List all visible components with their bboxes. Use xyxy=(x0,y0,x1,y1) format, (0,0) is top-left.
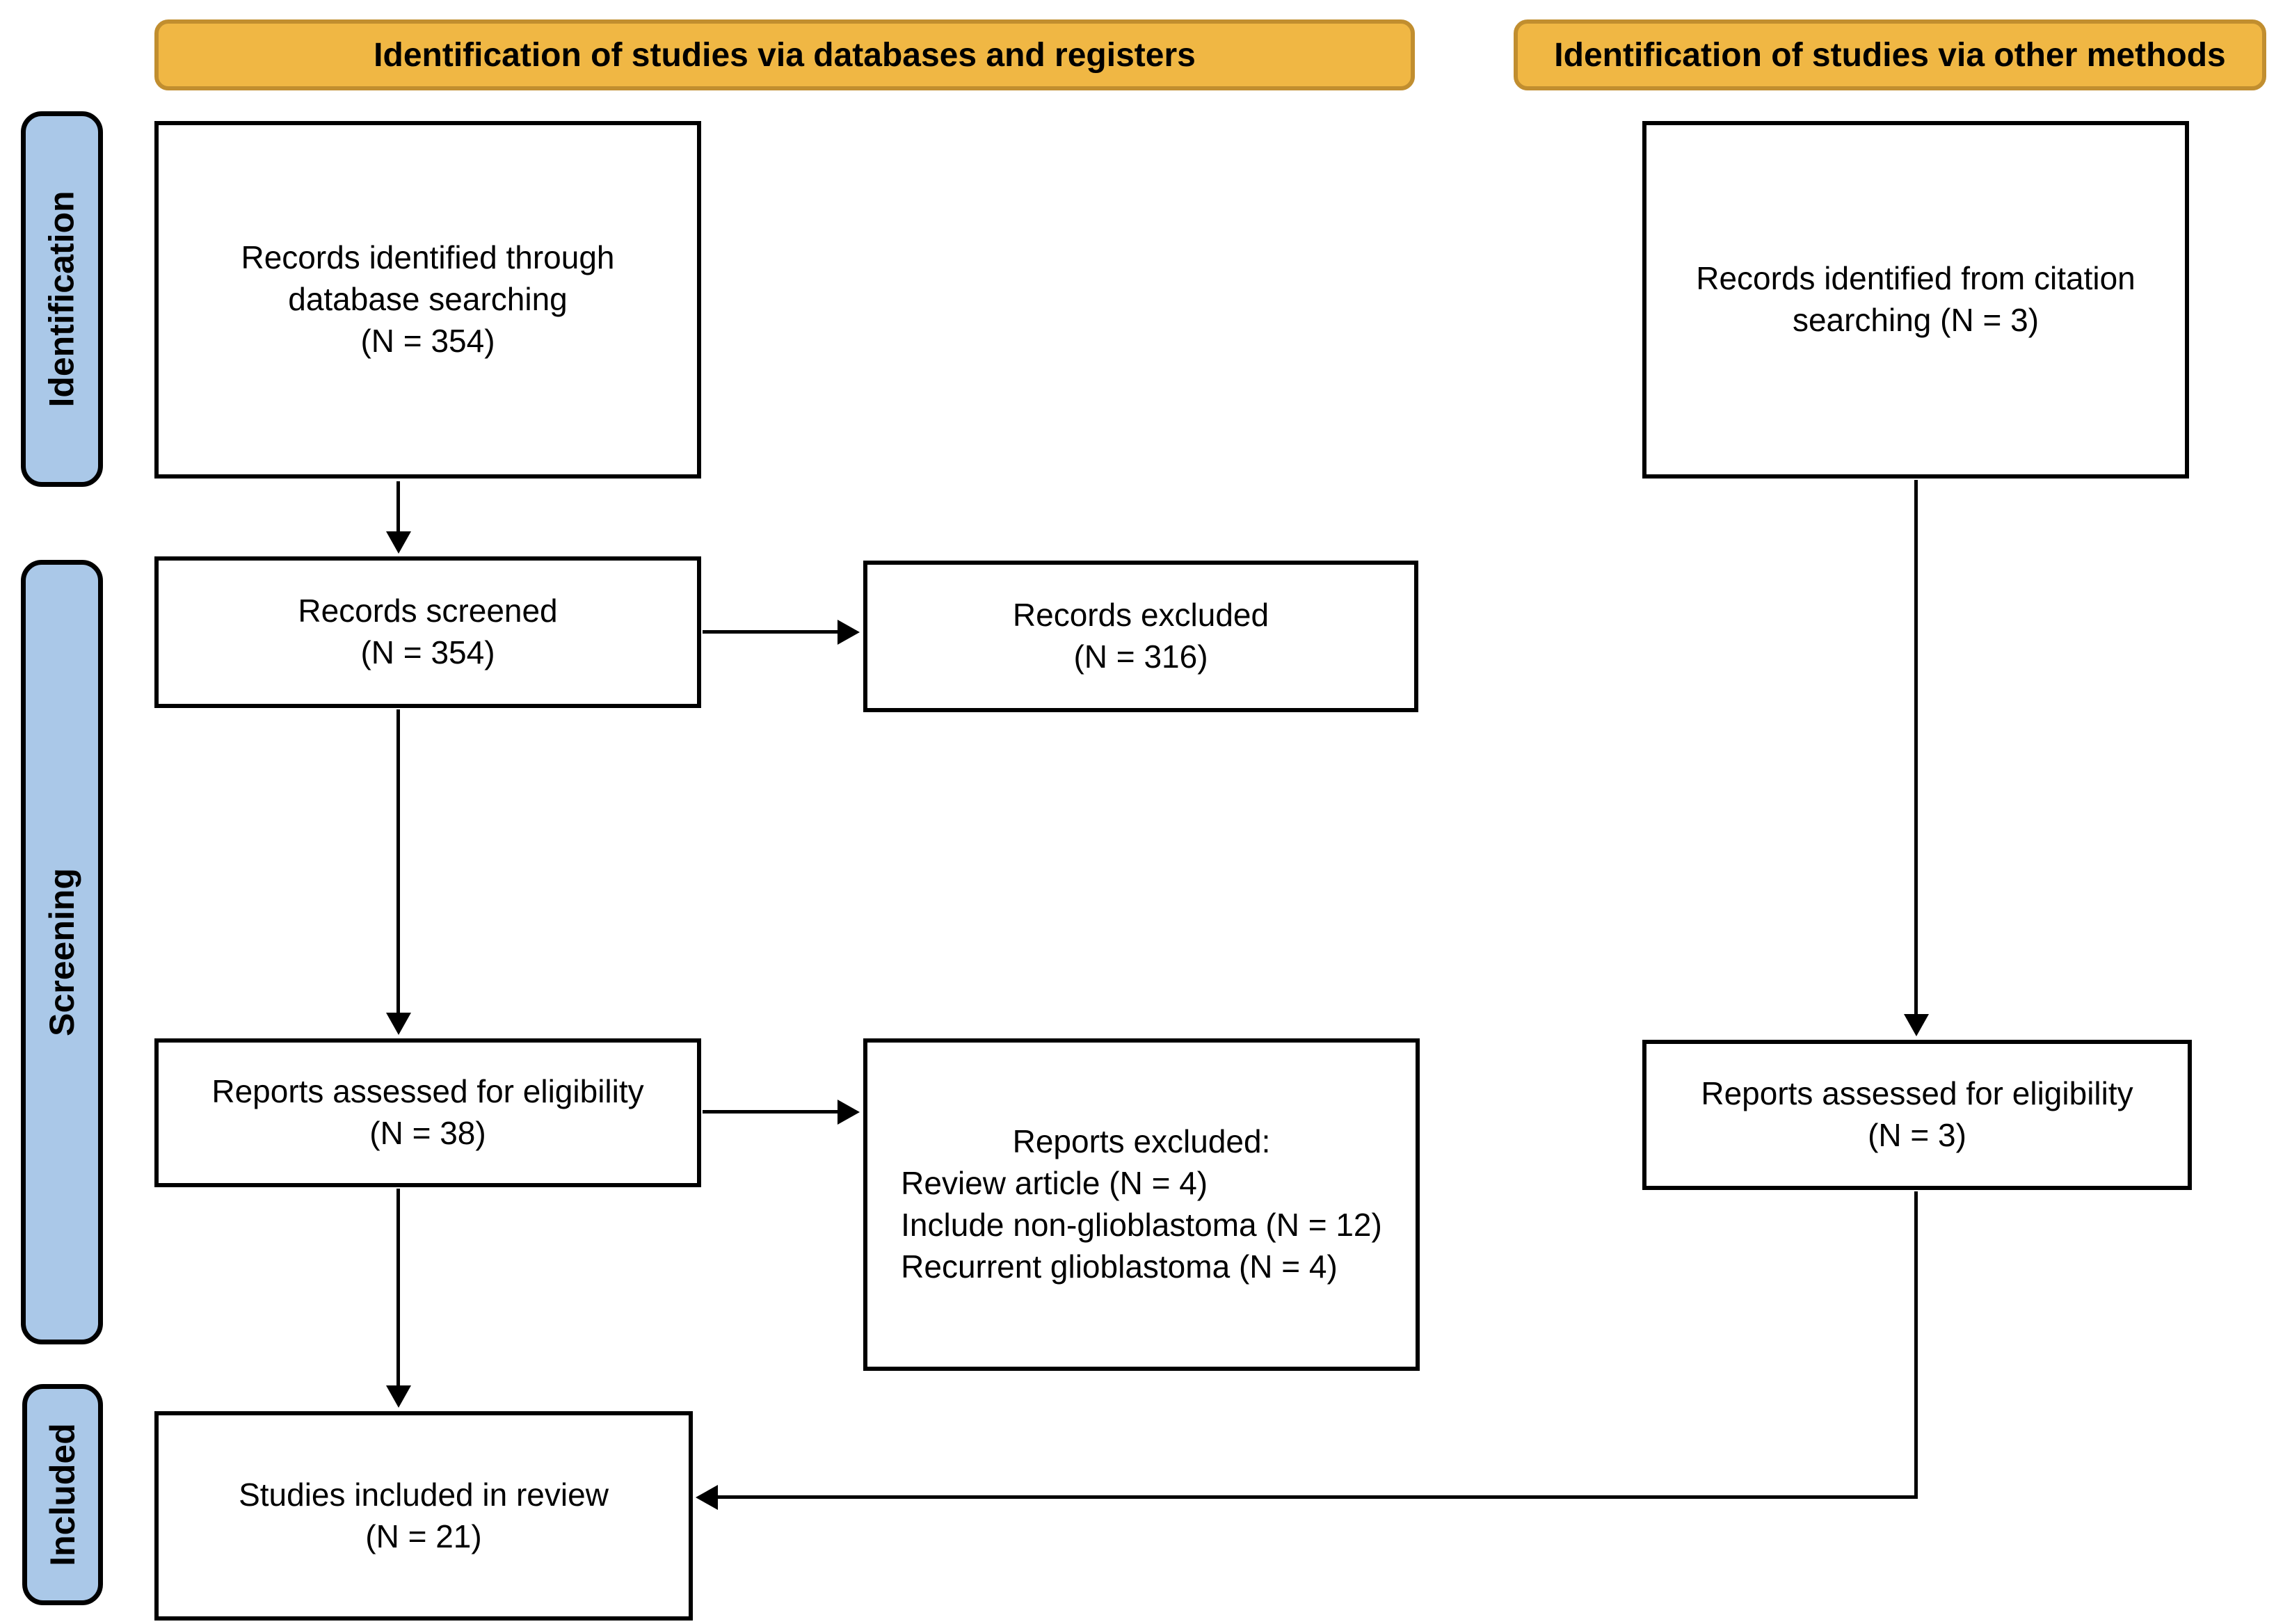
box-studies-included: Studies included in review (N = 21) xyxy=(154,1411,693,1621)
header-databases-registers-label: Identification of studies via databases … xyxy=(374,36,1196,74)
box-records-excluded: Records excluded (N = 316) xyxy=(863,561,1418,712)
stage-screening: Screening xyxy=(21,560,103,1344)
arrow-line xyxy=(703,1110,839,1114)
box-records-excluded-line2: (N = 316) xyxy=(1073,638,1208,675)
arrowhead-down xyxy=(1904,1014,1929,1036)
stage-identification: Identification xyxy=(21,111,103,487)
box-reports-excluded-reason-3: Recurrent glioblastoma (N = 4) xyxy=(901,1248,1338,1285)
box-records-screened: Records screened (N = 354) xyxy=(154,556,701,708)
box-records-screened-line1: Records screened xyxy=(298,593,558,629)
stage-identification-label: Identification xyxy=(42,191,82,408)
header-other-methods: Identification of studies via other meth… xyxy=(1514,19,2266,90)
box-reports-assessed-other-line1: Reports assessed for eligibility xyxy=(1701,1075,2133,1112)
arrowhead-left xyxy=(696,1485,718,1510)
box-reports-excluded-title: Reports excluded: xyxy=(1012,1123,1271,1160)
arrowhead-right xyxy=(838,620,860,645)
box-reports-assessed-other-line2: (N = 3) xyxy=(1868,1117,1966,1153)
arrow-line xyxy=(1914,480,1918,1017)
arrow-line xyxy=(396,1189,400,1388)
header-databases-registers: Identification of studies via databases … xyxy=(154,19,1415,90)
box-records-screened-line2: (N = 354) xyxy=(360,634,495,670)
box-reports-excluded-reasons: Review article (N = 4) Include non-gliob… xyxy=(901,1163,1382,1287)
arrowhead-down xyxy=(386,1385,411,1408)
box-reports-assessed-db: Reports assessed for eligibility (N = 38… xyxy=(154,1038,701,1187)
arrowhead-down xyxy=(386,531,411,554)
box-studies-included-line1: Studies included in review xyxy=(239,1476,609,1513)
box-reports-excluded-reason-1: Review article (N = 4) xyxy=(901,1165,1208,1202)
arrow-line xyxy=(396,709,400,1015)
stage-screening-label: Screening xyxy=(42,868,81,1036)
box-reports-assessed-db-line1: Reports assessed for eligibility xyxy=(211,1073,644,1110)
box-records-excluded-line1: Records excluded xyxy=(1012,597,1269,634)
arrow-line xyxy=(718,1495,1918,1499)
arrowhead-right xyxy=(838,1100,860,1125)
stage-included-label: Included xyxy=(43,1423,83,1566)
box-records-identified-citation-line1: Records identified from citation xyxy=(1696,260,2135,297)
arrow-line xyxy=(396,481,400,536)
box-records-identified-db-line2: database searching xyxy=(288,281,568,318)
header-other-methods-label: Identification of studies via other meth… xyxy=(1554,36,2226,74)
box-records-identified-citation-line2: searching (N = 3) xyxy=(1792,302,2039,338)
arrowhead-down xyxy=(386,1013,411,1035)
arrow-line xyxy=(1914,1191,1918,1499)
box-records-identified-db-line3: (N = 354) xyxy=(360,322,495,359)
box-reports-assessed-other: Reports assessed for eligibility (N = 3) xyxy=(1642,1040,2192,1190)
stage-included: Included xyxy=(22,1384,103,1605)
box-reports-assessed-db-line2: (N = 38) xyxy=(369,1115,486,1151)
arrow-line xyxy=(703,630,839,634)
box-studies-included-line2: (N = 21) xyxy=(365,1518,482,1554)
box-records-identified-db-line1: Records identified through xyxy=(241,239,615,276)
box-records-identified-citation: Records identified from citation searchi… xyxy=(1642,121,2189,479)
box-records-identified-db: Records identified through database sear… xyxy=(154,121,701,479)
box-reports-excluded-reason-2: Include non-glioblastoma (N = 12) xyxy=(901,1207,1382,1243)
box-reports-excluded: Reports excluded: Review article (N = 4)… xyxy=(863,1038,1420,1371)
